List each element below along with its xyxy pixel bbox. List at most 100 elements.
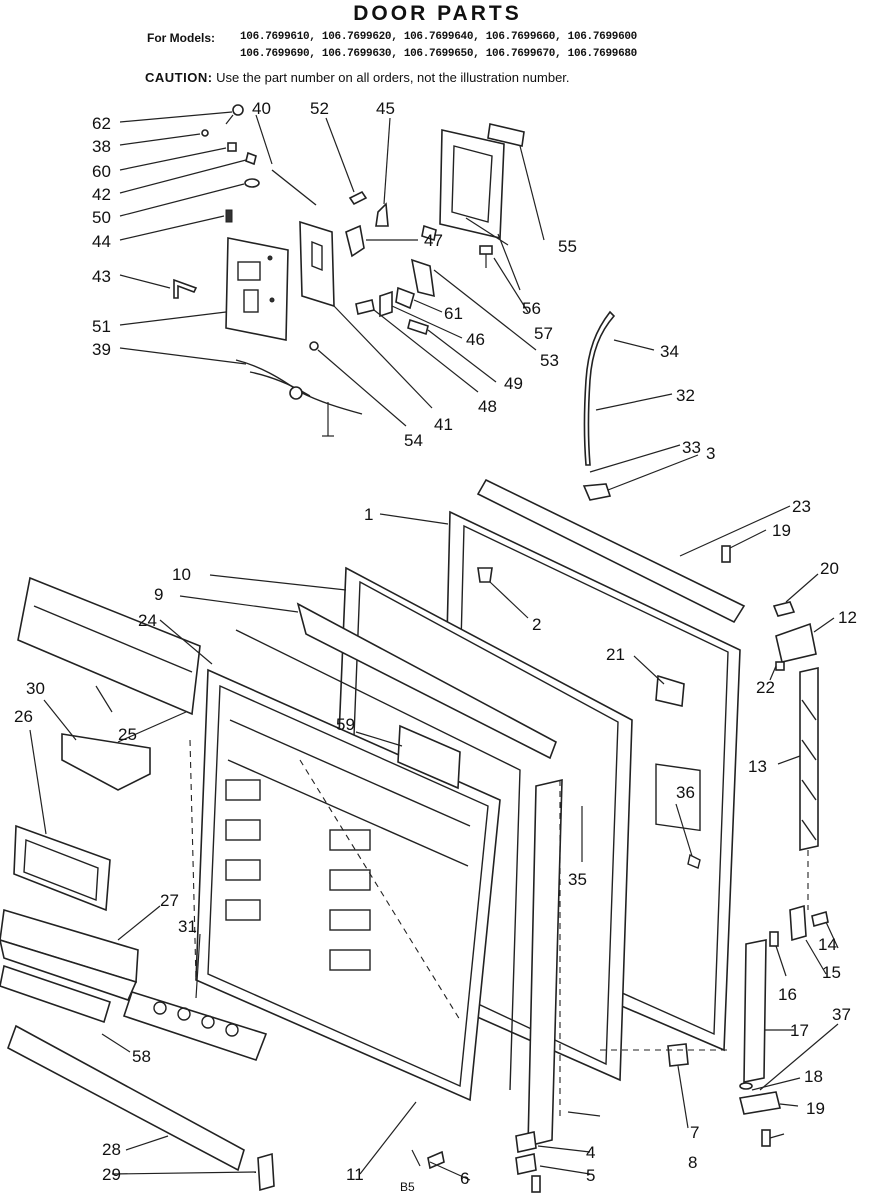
part-27-bottle-shelf <box>0 908 139 1001</box>
callout-45: 45 <box>376 99 395 118</box>
callout-32: 32 <box>676 386 695 405</box>
callout-21: 21 <box>606 645 625 664</box>
models-label: For Models: <box>147 31 215 45</box>
part-18-washer <box>739 1082 753 1090</box>
callout-labels: 62 38 60 42 50 44 43 51 39 40 52 45 47 6… <box>14 99 857 1188</box>
callout-2: 2 <box>532 615 541 634</box>
callout-35: 35 <box>568 870 587 889</box>
part-5-bracket <box>515 1153 537 1175</box>
callout-59: 59 <box>336 715 355 734</box>
callout-28: 28 <box>102 1140 121 1159</box>
hinge-side-trim <box>527 778 563 1148</box>
part-57-bushing <box>421 224 437 242</box>
callout-46: 46 <box>466 330 485 349</box>
callout-3: 3 <box>706 444 715 463</box>
callout-31: 31 <box>178 917 197 936</box>
callout-24: 24 <box>138 611 157 630</box>
callout-25: 25 <box>118 725 137 744</box>
part-29-end-cap <box>257 1152 275 1192</box>
callout-23: 23 <box>792 497 811 516</box>
part-6-screw <box>531 1175 541 1193</box>
callout-49: 49 <box>504 374 523 393</box>
part-51-switch-plate <box>225 237 289 341</box>
part-58-shelf-front <box>0 964 111 1024</box>
part-40-rod <box>271 169 317 206</box>
callout-19-top: 19 <box>772 521 791 540</box>
callout-44: 44 <box>92 232 111 251</box>
part-2-cap <box>477 567 493 583</box>
part-45-latch <box>375 202 389 227</box>
part-60-clip <box>227 142 237 152</box>
part-59-panel <box>397 724 461 790</box>
part-48-spring <box>355 299 375 315</box>
part-34-water-tube <box>583 310 616 466</box>
leader-lines <box>29 111 839 1181</box>
part-20-bolt <box>772 601 796 617</box>
callout-50: 50 <box>92 208 111 227</box>
callout-18: 18 <box>804 1067 823 1086</box>
callout-4: 4 <box>586 1143 595 1162</box>
callout-56: 56 <box>522 299 541 318</box>
diagram-title: DOOR PARTS <box>353 2 522 25</box>
part-43-hex-key <box>173 278 198 299</box>
part-30-butter-bin <box>61 733 151 791</box>
part-38-washer <box>201 129 209 137</box>
part-4-clip <box>515 1131 537 1153</box>
callout-36: 36 <box>676 783 695 802</box>
callout-39: 39 <box>92 340 111 359</box>
part-24-liner-edge <box>235 629 521 1091</box>
part-15-hinge-pin <box>789 904 807 942</box>
callout-27: 27 <box>160 891 179 910</box>
callout-40: 40 <box>252 99 271 118</box>
callout-26: 26 <box>14 707 33 726</box>
callout-53: 53 <box>540 351 559 370</box>
callout-60: 60 <box>92 162 111 181</box>
part-19-upper-screw <box>721 545 731 563</box>
part-7-door-stop <box>667 1043 689 1067</box>
callout-20: 20 <box>820 559 839 578</box>
part-22-shim <box>775 661 785 671</box>
callout-8: 8 <box>688 1153 697 1172</box>
part-14-screw <box>811 910 829 928</box>
part-28-shelf-rail <box>7 1024 245 1172</box>
part-19-screw <box>761 1129 771 1147</box>
callout-54: 54 <box>404 431 423 450</box>
callout-13: 13 <box>748 757 767 776</box>
callout-7: 7 <box>690 1123 699 1142</box>
part-12-hinge <box>775 622 817 663</box>
models-list-line-2: 106.7699690, 106.7699630, 106.7699650, 1… <box>240 48 637 60</box>
callout-37: 37 <box>832 1005 851 1024</box>
callout-30: 30 <box>26 679 45 698</box>
callout-17: 17 <box>790 1021 809 1040</box>
callout-52: 52 <box>310 99 329 118</box>
diagram-code: B5 <box>400 1180 415 1194</box>
callout-12: 12 <box>838 608 857 627</box>
part-13-hinge-cover <box>799 667 819 851</box>
part-42-bushing <box>245 151 257 166</box>
part-19-lower-hinge <box>739 1091 781 1115</box>
callout-47: 47 <box>424 231 443 250</box>
callout-19-lower: 19 <box>806 1099 825 1118</box>
callout-5: 5 <box>586 1166 595 1185</box>
part-44-nut <box>225 209 233 223</box>
part-52-clip <box>348 190 368 206</box>
part-53-arm <box>410 258 435 298</box>
callout-38: 38 <box>92 137 111 156</box>
part-57-screw <box>479 245 493 268</box>
part-17-lower-hinge-cover <box>743 939 767 1083</box>
callout-34: 34 <box>660 342 679 361</box>
callout-22: 22 <box>756 678 775 697</box>
diagram-header: DOOR PARTS For Models: 106.7699610, 106.… <box>0 0 875 92</box>
callout-15: 15 <box>822 963 841 982</box>
callout-14: 14 <box>818 935 837 954</box>
part-25-dairy-door <box>17 576 201 716</box>
part-23-top-trim <box>476 478 746 624</box>
part-55-label <box>487 123 525 147</box>
part-11-screw <box>427 1150 445 1170</box>
callout-1: 1 <box>364 505 373 524</box>
callout-6: 6 <box>460 1169 469 1188</box>
part-54-screw <box>309 341 319 351</box>
caution-text: Use the part number on all orders, not t… <box>216 70 570 85</box>
callout-29: 29 <box>102 1165 121 1184</box>
part-9-strip <box>296 602 557 760</box>
